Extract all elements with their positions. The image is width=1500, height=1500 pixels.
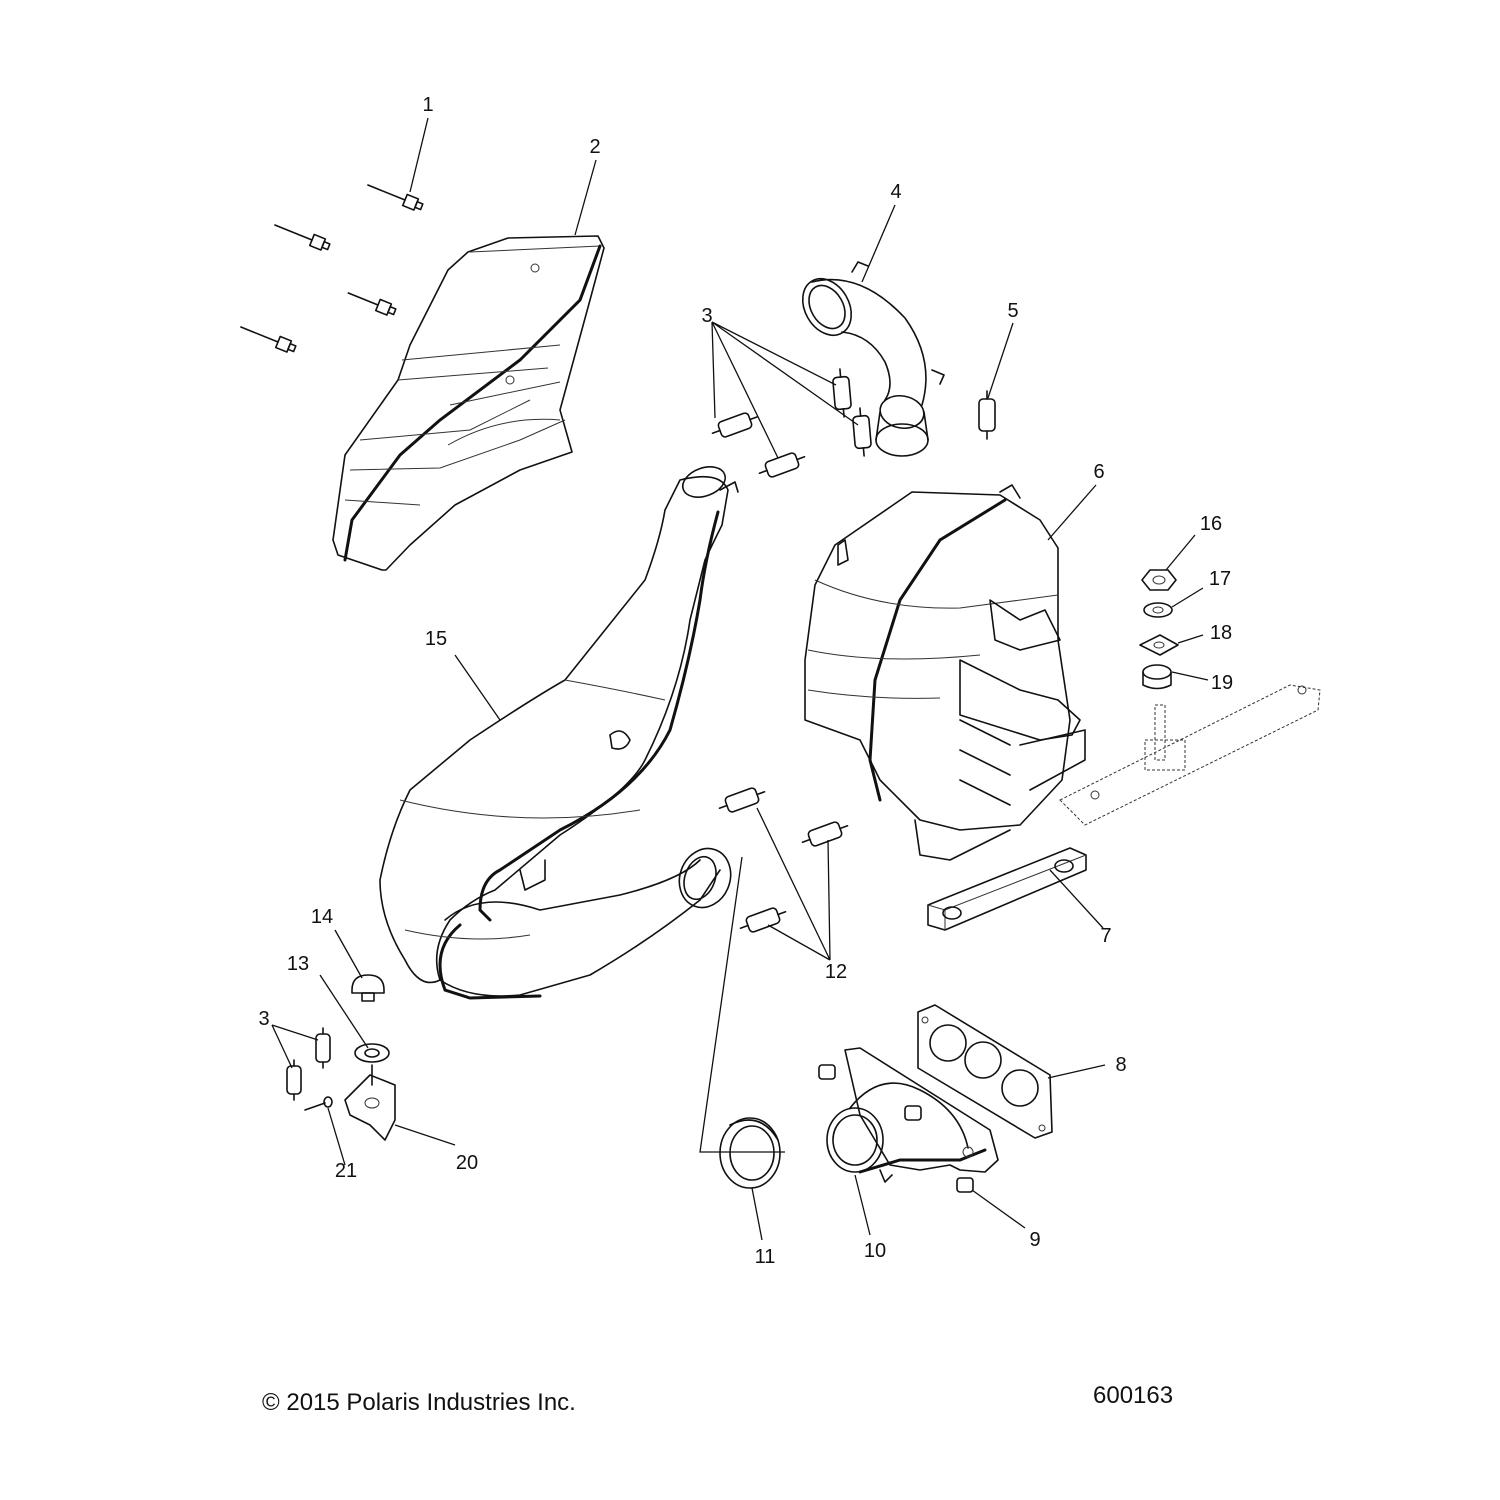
callout-10: 10	[864, 1240, 886, 1262]
callout-20: 20	[456, 1152, 478, 1174]
pin-part-21	[304, 1096, 333, 1111]
rivet-part-1	[240, 184, 424, 353]
callout-18: 18	[1210, 622, 1232, 644]
bracket-part-20	[344, 1064, 396, 1141]
callout-17: 17	[1209, 568, 1231, 590]
figure-number: 600163	[1093, 1382, 1174, 1409]
exhaust-elbow-part-4	[801, 261, 945, 457]
callout-1: 1	[422, 94, 433, 116]
washer-part-17	[1143, 602, 1173, 618]
callout-21: 21	[335, 1160, 357, 1182]
seal-ring-part-11	[719, 1117, 781, 1189]
callout-8: 8	[1115, 1054, 1126, 1076]
washer-part-13	[354, 1043, 390, 1063]
exhaust-manifold-part-10	[826, 1047, 999, 1183]
callout-16: 16	[1200, 513, 1222, 535]
callout-2: 2	[589, 136, 600, 158]
callout-7: 7	[1100, 925, 1111, 947]
callout-15: 15	[425, 628, 447, 650]
callout-12: 12	[825, 961, 847, 983]
callout-13: 13	[287, 953, 309, 975]
callout-14: 14	[311, 906, 333, 928]
bolt-part-9	[818, 1064, 974, 1193]
callout-9: 9	[1029, 1229, 1040, 1251]
nut-part-16	[1141, 569, 1177, 591]
mount-plate-part-7	[927, 847, 1087, 931]
gasket-part-8	[917, 1004, 1053, 1139]
spring-part-5	[978, 390, 996, 440]
callout-19: 19	[1211, 672, 1233, 694]
copyright-notice: © 2015 Polaris Industries Inc.	[262, 1389, 576, 1416]
bracket-washer-part-18	[1139, 634, 1179, 656]
expansion-chamber-part-15	[379, 466, 739, 1000]
callout-3-lower: 3	[258, 1008, 269, 1030]
callout-5: 5	[1007, 300, 1018, 322]
callout-11: 11	[755, 1246, 776, 1268]
cap-part-14	[351, 974, 385, 1002]
callout-3-upper: 3	[701, 305, 712, 327]
spring-part-3-lower	[286, 1027, 331, 1101]
spring-part-12	[718, 787, 849, 933]
mounting-bracket-arm	[1059, 684, 1321, 826]
silencer-part-6	[804, 484, 1086, 861]
grommet-part-19	[1142, 664, 1172, 690]
callout-6: 6	[1093, 461, 1104, 483]
spring-part-3	[711, 368, 872, 478]
heat-shield-part-2	[332, 235, 605, 571]
callout-4: 4	[890, 181, 901, 203]
leader-lines	[271, 117, 1209, 1241]
callout-numbers: 1 2 3 4 5 6 7 8 9 10 11 12 13 14 15 16 1…	[258, 94, 1233, 1268]
